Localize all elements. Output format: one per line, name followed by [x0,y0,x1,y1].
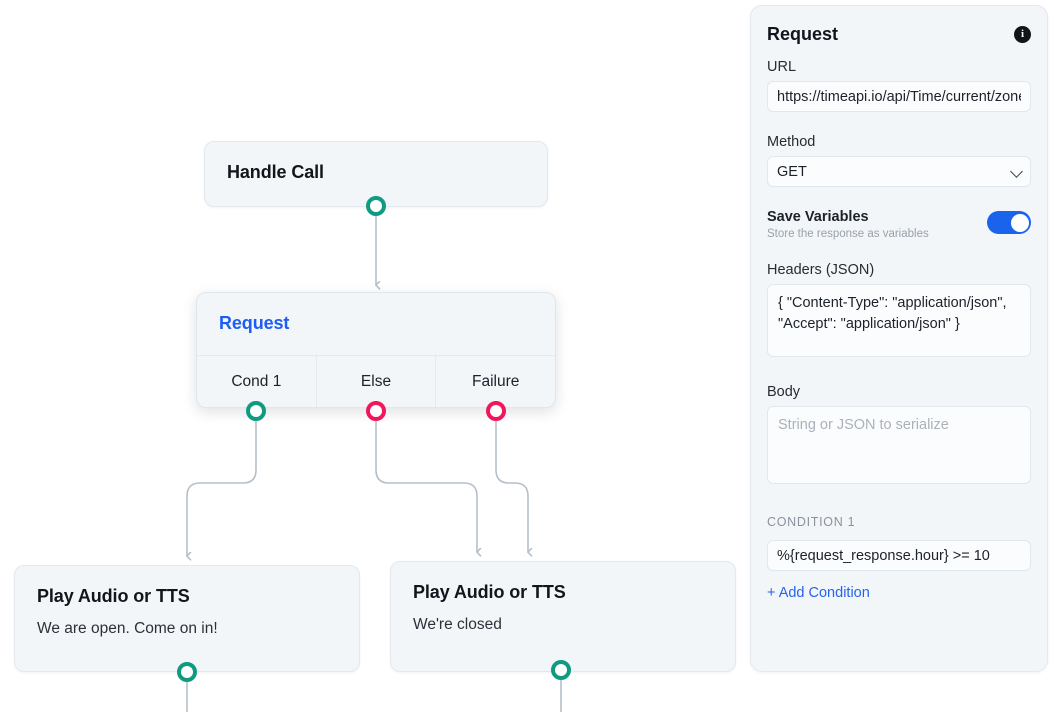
node-title: Play Audio or TTS [37,586,190,606]
port-tts-open-out[interactable] [177,662,197,682]
port-label-text: Cond 1 [231,373,282,390]
toggle-knob [1010,213,1029,232]
inspector-header: Request i [767,24,1031,45]
node-play-audio-tts-open[interactable]: Play Audio or TTS We are open. Come on i… [14,565,360,672]
save-variables-text: Save Variables Store the response as var… [767,209,929,240]
method-value: GET [777,163,807,180]
port-tts-closed-out[interactable] [551,660,571,680]
node-play-audio-tts-closed[interactable]: Play Audio or TTS We're closed [390,561,736,672]
condition-label: CONDITION 1 [767,515,856,529]
edge-cond1-to-tts-open [187,420,257,556]
save-variables-row: Save Variables Store the response as var… [767,209,1031,240]
method-label: Method [767,134,816,150]
edge-else-to-tts-closed [375,420,477,552]
port-label-text: Failure [471,373,520,390]
body-label: Body [767,384,801,400]
port-label-cond-1[interactable]: Cond 1 [197,356,317,407]
method-select[interactable]: GET [767,156,1031,187]
inspector-panel: Request i URL Method GET Save Variables … [750,5,1048,672]
port-handle-call-out[interactable] [366,196,386,216]
port-label-else[interactable]: Else [317,356,437,407]
node-title: Play Audio or TTS [413,582,566,602]
node-request-ports: Cond 1 Else Failure [197,355,555,407]
method-select-wrap: GET [767,156,1031,187]
node-subtitle: We are open. Come on in! [37,620,218,637]
port-request-failure[interactable] [486,401,506,421]
headers-input[interactable] [767,284,1031,357]
add-condition-button[interactable]: + Add Condition [767,585,870,601]
headers-label: Headers (JSON) [767,262,875,278]
flow-canvas[interactable]: Handle Call Request Cond 1 Else Failure [0,0,748,712]
node-title: Handle Call [227,162,324,182]
save-variables-label: Save Variables [767,209,869,225]
url-input[interactable] [767,81,1031,112]
body-input[interactable] [767,406,1031,484]
port-request-cond-1[interactable] [246,401,266,421]
save-variables-description: Store the response as variables [767,228,929,240]
save-variables-toggle[interactable] [987,211,1031,234]
condition-input[interactable] [767,540,1031,571]
node-request[interactable]: Request Cond 1 Else Failure [196,292,556,408]
port-label-failure[interactable]: Failure [436,356,555,407]
info-icon[interactable]: i [1014,26,1031,43]
port-request-else[interactable] [366,401,386,421]
url-label: URL [767,59,797,75]
node-title: Request [219,313,290,333]
panel-title: Request [767,24,839,44]
edge-failure-to-tts-closed [495,420,528,552]
node-subtitle: We're closed [413,616,502,633]
port-label-text: Else [360,373,392,390]
